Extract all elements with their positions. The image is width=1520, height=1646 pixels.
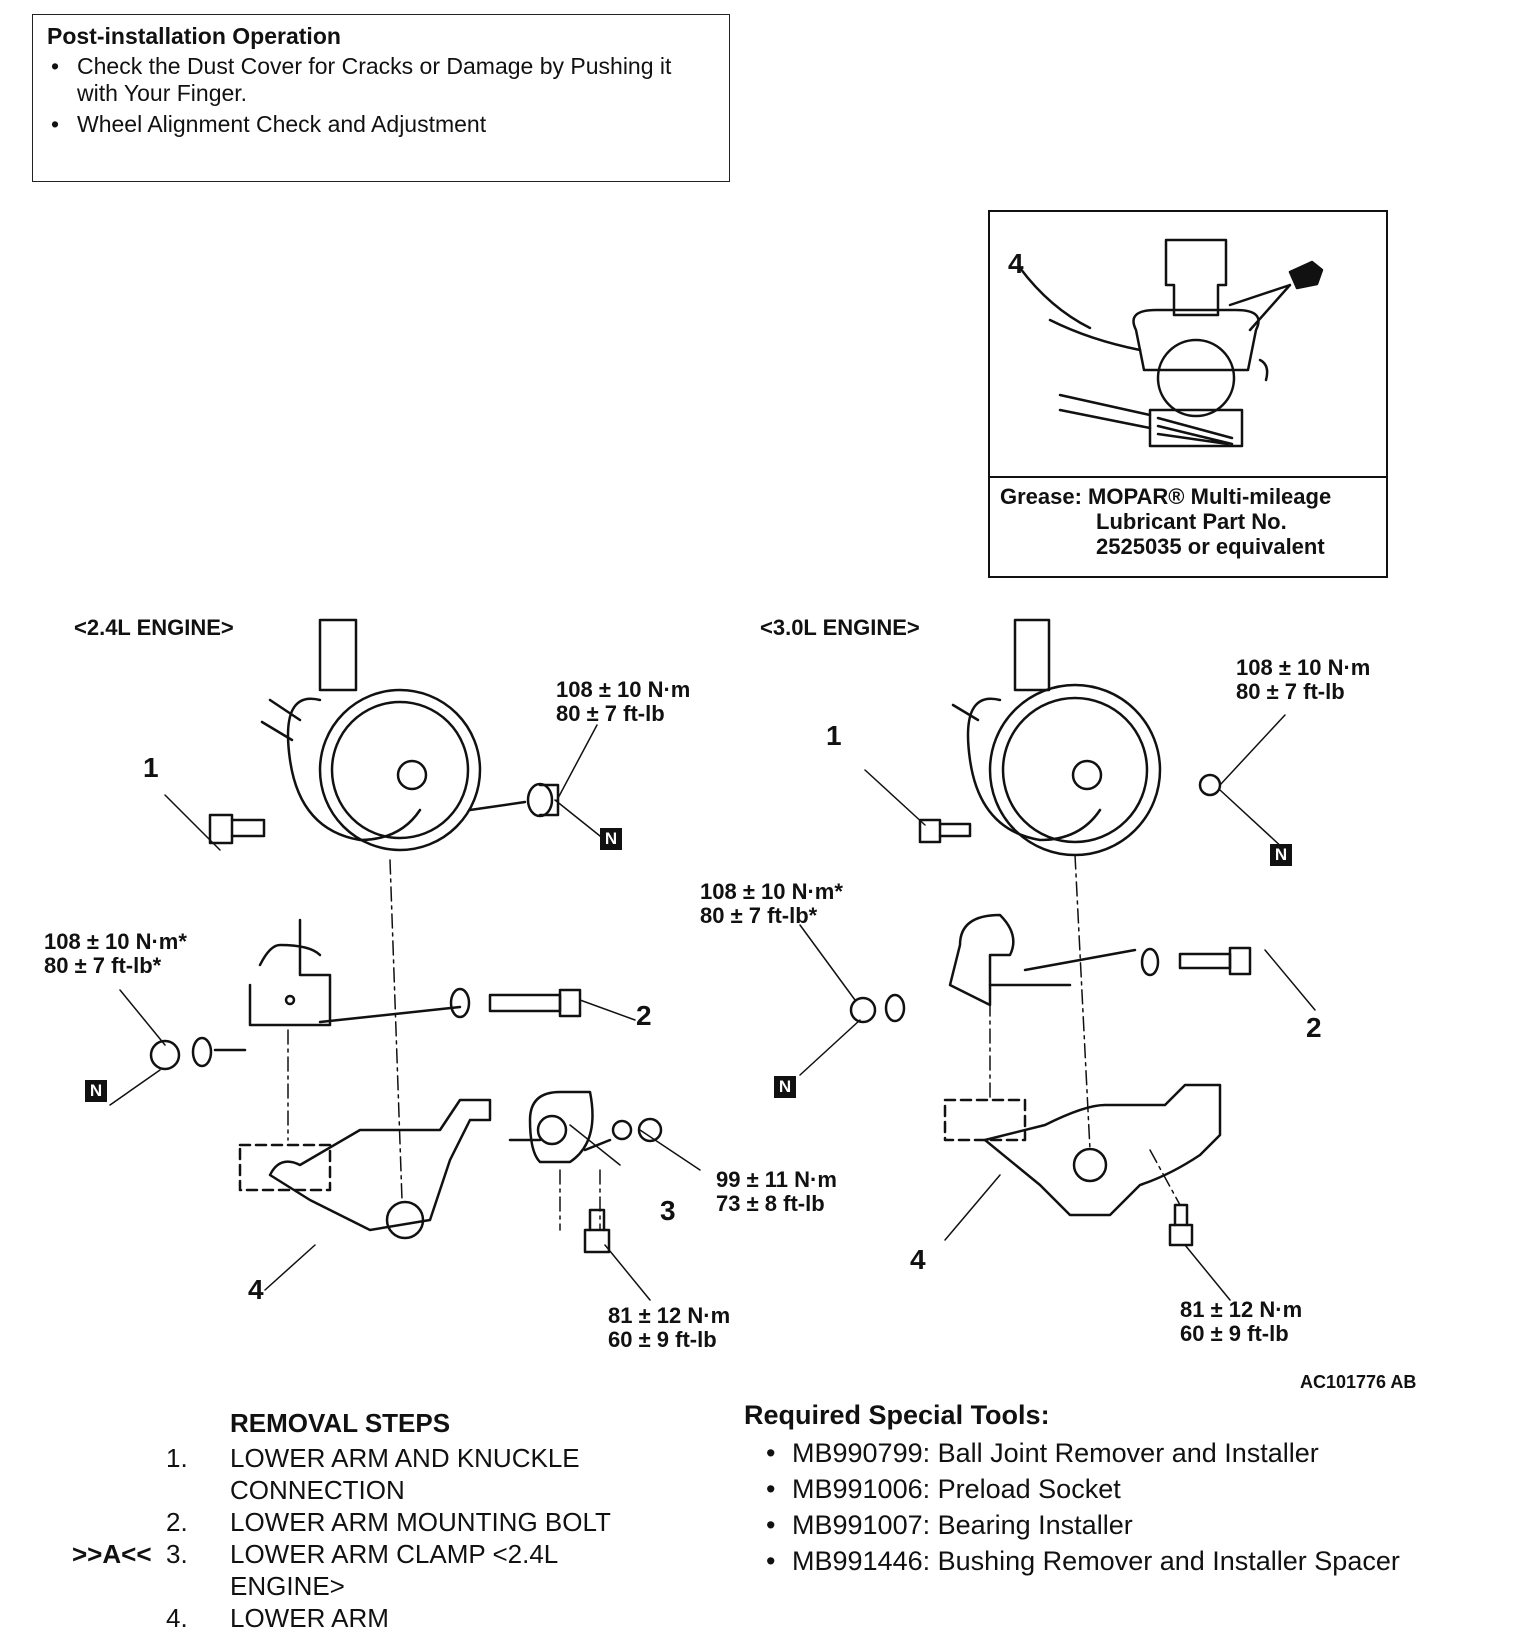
left-torque-clamp: 99 ± 11 N·m 73 ± 8 ft-lb (716, 1168, 837, 1216)
right-lower-arm-drawing (943, 1083, 1222, 1217)
grease-divider (990, 476, 1386, 478)
step-text-line-2: ENGINE> (230, 1571, 345, 1601)
left-engine-title: <2.4L ENGINE> (74, 615, 234, 640)
figure-id: AC101776 AB (1300, 1372, 1417, 1392)
removal-step-1: 1. LOWER ARM AND KNUCKLE CONNECTION (72, 1442, 692, 1506)
left-bracket-drawing (248, 918, 332, 1027)
right-torque-bottom: 81 ± 12 N·m 60 ± 9 ft-lb (1180, 1298, 1302, 1346)
torque-ftlb: 80 ± 7 ft-lb (556, 701, 665, 726)
right-torque-nut: 108 ± 10 N·m* 80 ± 7 ft-lb* (700, 880, 843, 928)
step-text-line-1: LOWER ARM CLAMP <2.4L (230, 1539, 559, 1569)
left-new-part-mark-top: N (600, 828, 622, 850)
tool-item-mb991007: MB991007: Bearing Installer (762, 1508, 1502, 1542)
grease-line-2: Lubricant Part No. (1096, 509, 1287, 534)
removal-step-3: >>A<< 3. LOWER ARM CLAMP <2.4L ENGINE> (72, 1538, 692, 1602)
torque-nm: 108 ± 10 N·m* (700, 879, 843, 904)
torque-ftlb: 60 ± 9 ft-lb (1180, 1321, 1289, 1346)
tool-item-mb990799: MB990799: Ball Joint Remover and Install… (762, 1436, 1502, 1470)
step-text-line-1: LOWER ARM (230, 1603, 389, 1633)
left-nut-washer-drawing (149, 1036, 213, 1071)
torque-nm: 81 ± 12 N·m (1180, 1297, 1303, 1322)
torque-nm: 81 ± 12 N·m (608, 1303, 731, 1328)
torque-ftlb: 80 ± 7 ft-lb* (44, 953, 162, 978)
removal-steps-title: REMOVAL STEPS (230, 1408, 451, 1438)
right-engine-title: <3.0L ENGINE> (760, 615, 920, 640)
right-bolt-1-drawing (918, 818, 972, 844)
post-installation-box: Post-installation Operation Check the Du… (32, 14, 730, 182)
left-clamp-drawing (528, 1090, 663, 1164)
left-torque-top: 108 ± 10 N·m 80 ± 7 ft-lb (556, 678, 690, 726)
left-new-part-mark-nut: N (85, 1080, 107, 1102)
torque-nm: 108 ± 10 N·m* (44, 929, 187, 954)
step-number: 2. (166, 1507, 188, 1537)
grease-detail-box: 4 Grease: MOPAR® Multi-mileage Lubricant… (988, 210, 1388, 578)
step-text-line-2: CONNECTION (230, 1475, 405, 1505)
post-installation-list: Check the Dust Cover for Cracks or Damag… (47, 53, 717, 142)
removal-steps-list: 1. LOWER ARM AND KNUCKLE CONNECTION 2. L… (72, 1442, 692, 1634)
grease-callout-4: 4 (1008, 248, 1024, 279)
post-item-wheel-alignment: Wheel Alignment Check and Adjustment (47, 111, 717, 138)
right-callout-4: 4 (910, 1244, 926, 1275)
left-callout-4: 4 (248, 1274, 264, 1305)
left-bolt-2-drawing (449, 987, 582, 1019)
torque-ftlb: 80 ± 7 ft-lb* (700, 903, 818, 928)
right-new-part-mark-top: N (1270, 844, 1292, 866)
tool-item-mb991446: MB991446: Bushing Remover and Installer … (762, 1544, 1502, 1578)
right-callout-2: 2 (1306, 1012, 1322, 1043)
right-new-part-mark-nut: N (774, 1076, 796, 1098)
grease-line-1: Grease: MOPAR® Multi-mileage (1000, 484, 1332, 509)
left-callout-1: 1 (143, 752, 159, 783)
left-torque-nut: 108 ± 10 N·m* 80 ± 7 ft-lb* (44, 930, 187, 978)
post-installation-title: Post-installation Operation (47, 23, 341, 49)
step-number: 3. (166, 1539, 188, 1569)
left-bolt-1-drawing (208, 813, 266, 845)
left-callout-2: 2 (636, 1000, 652, 1031)
right-bolt-2-drawing (1140, 946, 1252, 977)
grease-spec: Grease: MOPAR® Multi-mileage Lubricant P… (1000, 484, 1331, 559)
left-lower-arm-drawing (238, 1098, 542, 1240)
torque-nm: 108 ± 10 N·m (1236, 655, 1371, 680)
left-bolt-bottom-drawing (583, 1208, 611, 1254)
step-number: 1. (166, 1443, 188, 1473)
removal-step-4: 4. LOWER ARM (72, 1602, 692, 1634)
left-knuckle-drawing (260, 618, 482, 852)
grease-line-3: 2525035 or equivalent (1096, 534, 1325, 559)
right-knuckle-drawing (951, 618, 1162, 857)
removal-step-2: 2. LOWER ARM MOUNTING BOLT (72, 1506, 692, 1538)
right-torque-top: 108 ± 10 N·m 80 ± 7 ft-lb (1236, 656, 1370, 704)
step-reference-mark: >>A<< (72, 1539, 152, 1569)
special-tools-list: MB990799: Ball Joint Remover and Install… (762, 1436, 1502, 1580)
torque-ftlb: 73 ± 8 ft-lb (716, 1191, 825, 1216)
torque-nm: 108 ± 10 N·m (556, 677, 691, 702)
right-callout-1: 1 (826, 720, 842, 751)
step-text-line-1: LOWER ARM AND KNUCKLE (230, 1443, 580, 1473)
torque-ftlb: 60 ± 9 ft-lb (608, 1327, 717, 1352)
ball-joint-detail-drawing (1018, 238, 1324, 448)
step-text-line-1: LOWER ARM MOUNTING BOLT (230, 1507, 611, 1537)
torque-ftlb: 80 ± 7 ft-lb (1236, 679, 1345, 704)
left-callout-3: 3 (660, 1195, 676, 1226)
tool-item-mb991006: MB991006: Preload Socket (762, 1472, 1502, 1506)
torque-nm: 99 ± 11 N·m (716, 1167, 837, 1192)
left-torque-bottom: 81 ± 12 N·m 60 ± 9 ft-lb (608, 1304, 730, 1352)
step-number: 4. (166, 1603, 188, 1633)
right-bolt-bottom-drawing (1168, 1203, 1194, 1247)
right-nut-washer-drawing (849, 993, 906, 1024)
right-bracket-drawing (948, 913, 1137, 1007)
post-item-dust-cover: Check the Dust Cover for Cracks or Damag… (47, 53, 717, 107)
special-tools-title: Required Special Tools: (744, 1400, 1050, 1430)
